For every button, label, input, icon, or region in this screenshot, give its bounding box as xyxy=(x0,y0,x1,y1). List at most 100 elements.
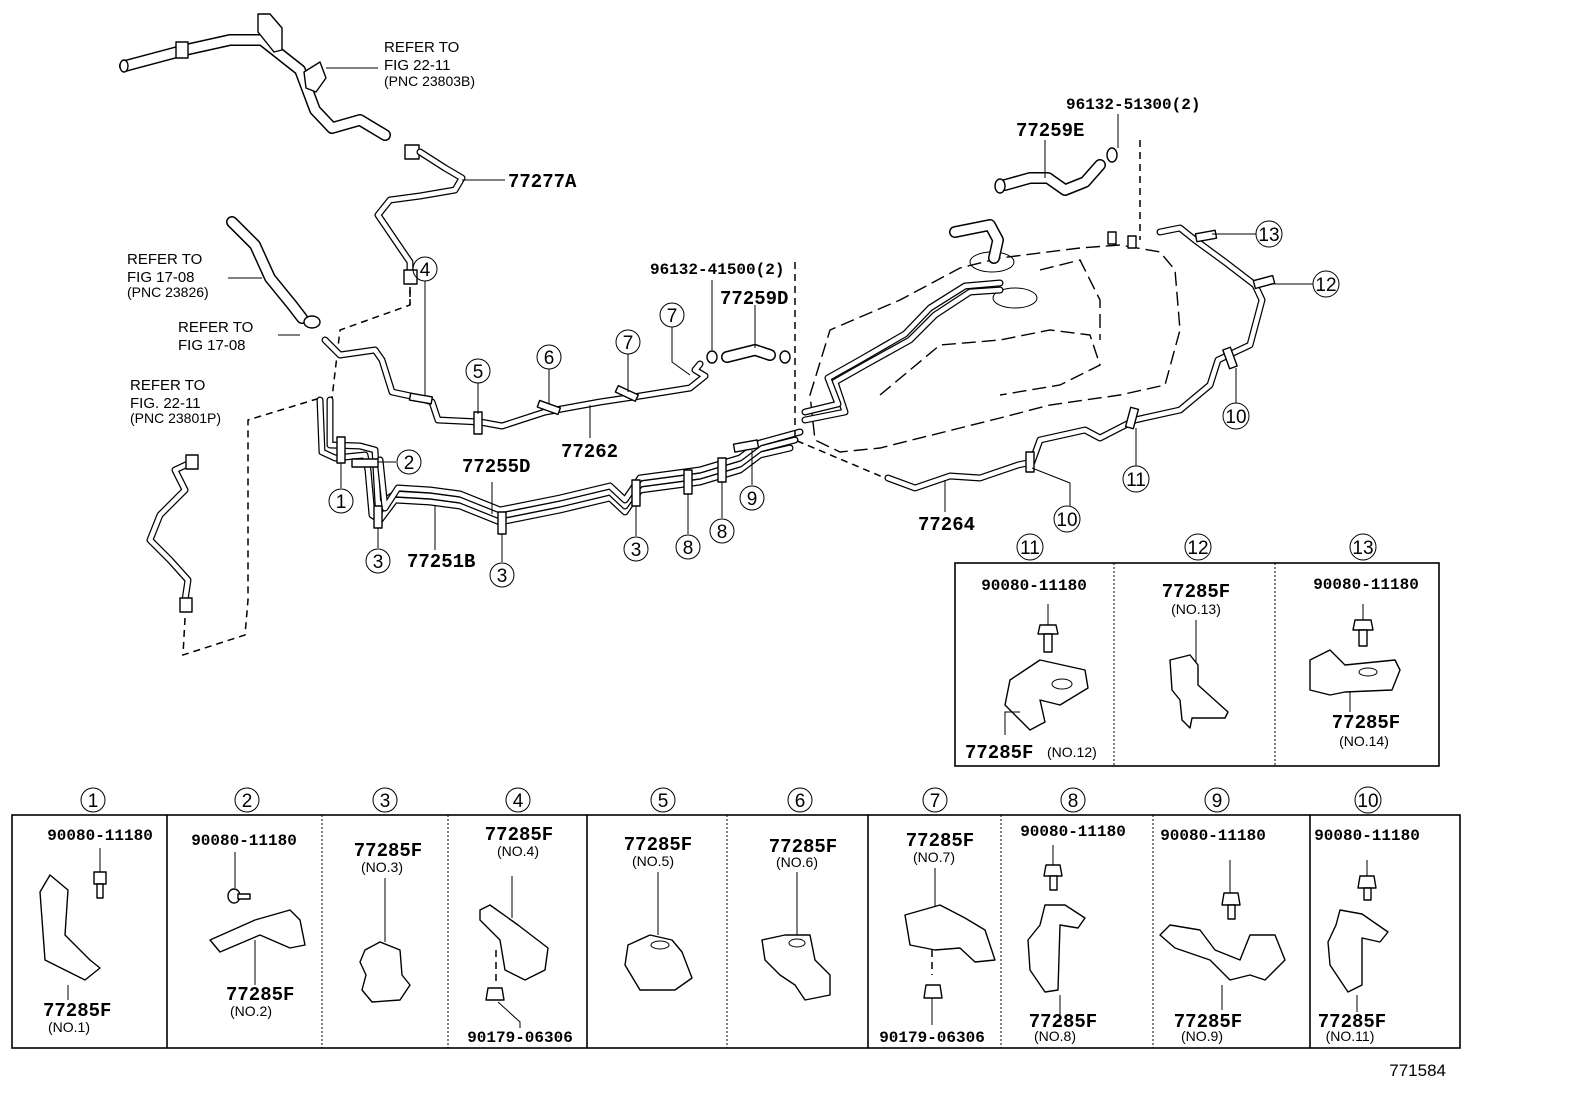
clamp-no8-icon xyxy=(1027,904,1086,993)
detail-panel-4-clamp-no: (NO.4) xyxy=(497,843,539,859)
detail-panel-1-clamp-no: (NO.1) xyxy=(48,1019,90,1035)
callout-13[interactable] xyxy=(1255,220,1283,248)
callout-4-label: 4 xyxy=(420,260,431,281)
detail-panel-7-clamp: 77285F xyxy=(906,830,974,852)
detail-panel-1[interactable]: 1 90080-11180 77285F (NO.1) xyxy=(39,787,153,1035)
detail-panel-2-bolt: 90080-11180 xyxy=(191,832,297,850)
part-77264: 77264 xyxy=(918,514,975,536)
ref-fig1708-pnc-line1: REFER TO xyxy=(127,251,202,268)
callout-10b[interactable] xyxy=(1222,402,1250,430)
detail-panel-8[interactable]: 8 90080-11180 77285F (NO.8) xyxy=(1020,787,1126,1044)
callout-8b[interactable] xyxy=(709,518,735,544)
tube-77264 xyxy=(884,224,1276,512)
ref-filler-pipe-line1: REFER TO xyxy=(384,39,459,56)
hose-77259E xyxy=(994,114,1119,196)
bolt-icon xyxy=(1037,624,1059,653)
tube-bundle-77255D-77251B xyxy=(316,396,804,550)
ref-filler-pipe-line3: (PNC 23803B) xyxy=(384,73,475,89)
detail-panel-3-clamp-no: (NO.3) xyxy=(361,859,403,875)
callout-6-label: 6 xyxy=(544,348,555,369)
callout-8a[interactable] xyxy=(675,534,701,560)
callout-10a[interactable] xyxy=(1053,505,1081,533)
detail-panel-10-bolt: 90080-11180 xyxy=(1314,827,1420,845)
callout-12-label: 12 xyxy=(1315,275,1336,296)
detail-panel-10-number: 10 xyxy=(1357,791,1378,812)
detail-panel-12-clamp: 77285F xyxy=(1162,581,1230,603)
ref-filler-pipe-line2: FIG 22-11 xyxy=(384,57,450,74)
part-77259E: 77259E xyxy=(1016,120,1084,142)
clamp-no4-icon xyxy=(479,904,549,981)
bolt-icon xyxy=(227,888,251,904)
callout-8a-label: 8 xyxy=(683,538,694,559)
bolt-icon xyxy=(1357,875,1377,901)
callout-5[interactable] xyxy=(465,358,491,384)
detail-panel-9[interactable]: 9 90080-11180 77285F (NO.9) xyxy=(1159,787,1286,1044)
callout-7a[interactable] xyxy=(615,329,641,355)
detail-panel-5-clamp-no: (NO.5) xyxy=(632,853,674,869)
callout-7b[interactable] xyxy=(659,302,685,328)
clamp-no3-icon xyxy=(359,941,411,1003)
detail-panel-13[interactable]: 13 90080-11180 77285F (NO.14) xyxy=(1309,533,1419,749)
part-77255D: 77255D xyxy=(462,456,530,478)
detail-panel-10[interactable]: 10 90080-11180 77285F (NO.11) xyxy=(1314,786,1420,1044)
detail-panel-3-number: 3 xyxy=(380,791,391,812)
callout-9[interactable] xyxy=(739,485,765,511)
detail-panel-5-clamp: 77285F xyxy=(624,834,692,856)
callout-9-label: 9 xyxy=(747,489,758,510)
callout-11[interactable] xyxy=(1122,465,1150,493)
detail-panel-8-bolt: 90080-11180 xyxy=(1020,823,1126,841)
detail-panel-2-clamp-no: (NO.2) xyxy=(230,1003,272,1019)
callout-1[interactable] xyxy=(328,488,354,514)
callout-4[interactable] xyxy=(412,256,438,282)
part-77251B: 77251B xyxy=(407,551,475,573)
callout-5-label: 5 xyxy=(473,362,484,383)
detail-panel-11-clamp-no: (NO.12) xyxy=(1047,744,1097,760)
callout-3b-label: 3 xyxy=(497,566,508,587)
detail-panel-6-number: 6 xyxy=(795,791,806,812)
detail-panel-7[interactable]: 7 77285F (NO.7) 90179-06306 xyxy=(879,787,996,1047)
callout-10b-label: 10 xyxy=(1225,407,1246,428)
clamp-no14-icon xyxy=(1309,649,1401,696)
ref-fig2211-pnc-line2: FIG. 22-11 xyxy=(130,395,201,412)
callout-7a-label: 7 xyxy=(623,333,634,354)
bolt-icon xyxy=(1221,892,1241,920)
hose-77259D xyxy=(706,280,791,364)
detail-panel-12[interactable]: 12 77285F (NO.13) xyxy=(1162,533,1230,729)
bolt-icon xyxy=(1352,619,1374,647)
bolt-icon xyxy=(1043,864,1063,891)
detail-panel-2[interactable]: 2 90080-11180 77285F (NO.2) xyxy=(191,787,306,1019)
clamp-no13-icon xyxy=(1169,654,1229,729)
detail-panel-13-clamp-no: (NO.14) xyxy=(1339,733,1389,749)
detail-panel-4[interactable]: 4 77285F (NO.4) 90179-06306 xyxy=(467,787,573,1047)
clamp-no2-icon xyxy=(209,909,306,953)
callout-2[interactable] xyxy=(396,449,422,475)
fuel-tank xyxy=(794,140,1181,479)
callout-3c-label: 3 xyxy=(631,540,642,561)
detail-panel-5[interactable]: 5 77285F (NO.5) xyxy=(624,787,693,991)
detail-panel-11[interactable]: 11 90080-11180 77285F (NO.12) xyxy=(965,533,1097,764)
callout-3c[interactable] xyxy=(623,536,649,562)
part-96132-41500: 96132-41500(2) xyxy=(650,261,784,279)
detail-panel-8-clamp: 77285F xyxy=(1029,1011,1097,1033)
ref-fig1708-line2: FIG 17-08 xyxy=(178,337,246,354)
callout-12[interactable] xyxy=(1312,270,1340,298)
detail-panel-3-clamp: 77285F xyxy=(354,840,422,862)
ref-fig1708-pnc-line2: FIG 17-08 xyxy=(127,269,195,286)
callout-3b[interactable] xyxy=(489,562,515,588)
clamp-no9-icon xyxy=(1159,924,1286,981)
callout-6[interactable] xyxy=(536,344,562,370)
detail-panel-12-number: 12 xyxy=(1187,538,1208,559)
detail-panel-3[interactable]: 3 77285F (NO.3) xyxy=(354,787,422,1003)
callout-3a[interactable] xyxy=(365,548,391,574)
detail-panel-13-bolt: 90080-11180 xyxy=(1313,576,1419,594)
detail-panel-2-clamp: 77285F xyxy=(226,984,294,1006)
clamp-no6-icon xyxy=(761,934,831,1001)
ref-fig2211-pnc-line3: (PNC 23801P) xyxy=(130,410,221,426)
detail-panel-6[interactable]: 6 77285F (NO.6) xyxy=(761,787,837,1001)
clamp-no11-icon xyxy=(1327,909,1389,993)
detail-panel-1-number: 1 xyxy=(88,791,99,812)
callout-1-label: 1 xyxy=(336,492,347,513)
detail-panel-6-clamp-no: (NO.6) xyxy=(776,854,818,870)
detail-panel-4-clamp: 77285F xyxy=(485,824,553,846)
callout-7b-label: 7 xyxy=(667,306,678,327)
